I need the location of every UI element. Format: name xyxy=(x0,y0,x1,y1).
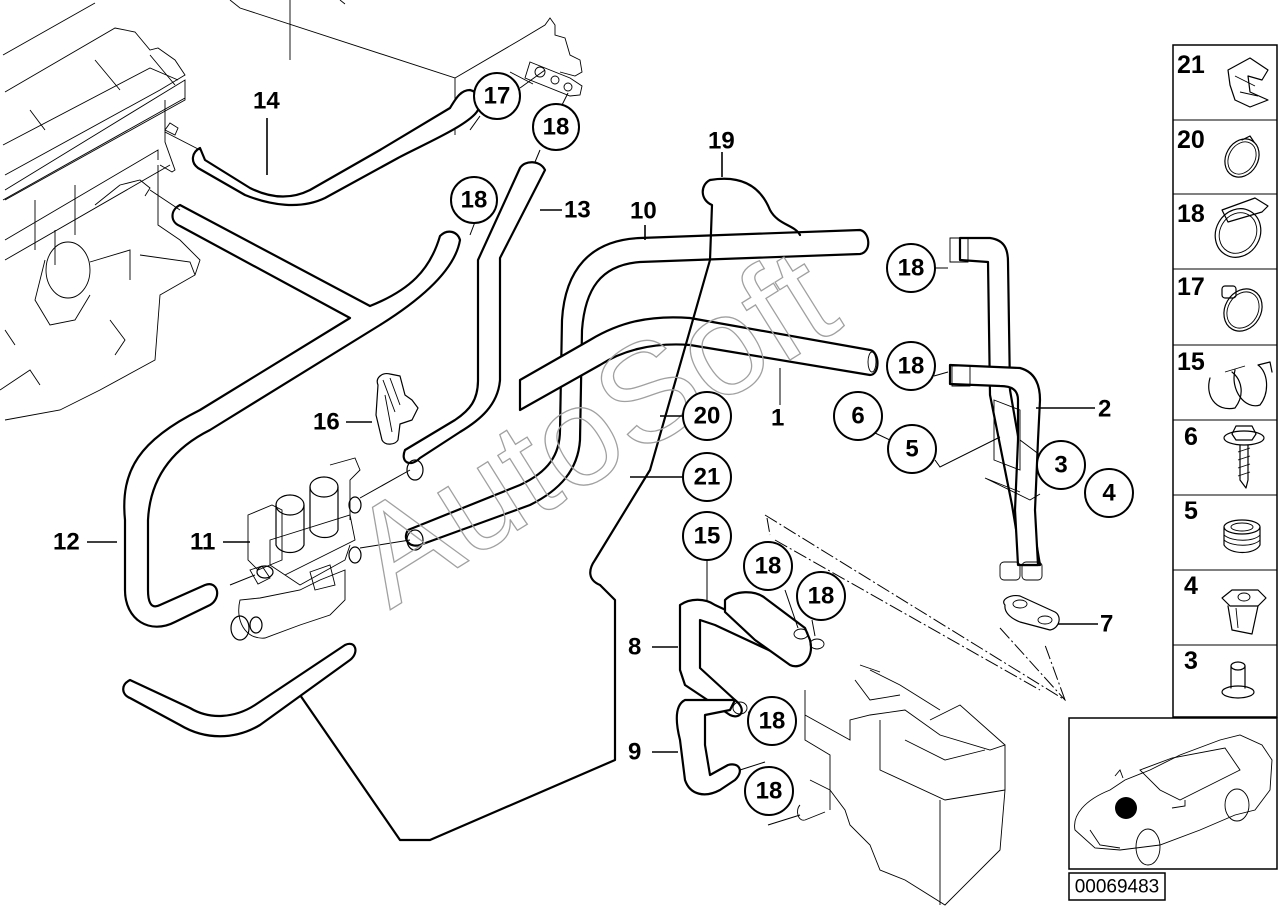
svg-text:20: 20 xyxy=(694,403,721,430)
svg-text:21: 21 xyxy=(1177,51,1205,79)
svg-text:6: 6 xyxy=(851,403,864,430)
callout-18-9a[interactable]: 18 xyxy=(747,696,797,746)
svg-text:18: 18 xyxy=(898,353,925,380)
callout-4[interactable]: 4 xyxy=(1084,468,1134,518)
callout-6[interactable]: 6 xyxy=(833,391,883,441)
location-marker-icon xyxy=(1115,797,1137,819)
callout-15[interactable]: 15 xyxy=(682,511,732,561)
label-2: 2 xyxy=(1098,396,1111,423)
svg-text:15: 15 xyxy=(1177,348,1205,376)
svg-text:18: 18 xyxy=(1177,200,1205,228)
label-10: 10 xyxy=(630,198,657,225)
hex-screw-6-icon xyxy=(1223,425,1265,489)
hose-12 xyxy=(123,189,462,628)
legend-item-15[interactable]: 15 xyxy=(1177,348,1273,410)
callout-18-right-lower[interactable]: 18 xyxy=(886,341,936,391)
svg-text:18: 18 xyxy=(755,553,782,580)
legend-item-21[interactable]: 21 xyxy=(1177,51,1269,108)
legend-item-18[interactable]: 18 xyxy=(1177,197,1270,266)
callout-18-15a[interactable]: 18 xyxy=(743,541,793,591)
svg-text:4: 4 xyxy=(1102,480,1116,507)
clip-21-icon xyxy=(1227,57,1269,108)
label-7: 7 xyxy=(1100,611,1113,638)
water-valve-illustration xyxy=(229,457,424,641)
svg-text:18: 18 xyxy=(461,187,488,214)
svg-text:20: 20 xyxy=(1177,126,1205,154)
hose-1 xyxy=(518,316,879,412)
svg-text:4: 4 xyxy=(1184,572,1198,600)
double-clip-15-icon xyxy=(1208,361,1273,410)
clip-16-illustration xyxy=(375,373,419,445)
callout-17[interactable]: 17 xyxy=(473,72,521,120)
hose-bottom-left xyxy=(122,642,357,738)
callout-18-15b[interactable]: 18 xyxy=(796,571,846,621)
dashed-bracket-outline xyxy=(764,514,1066,702)
grommet-5-icon xyxy=(1223,519,1261,554)
hose-9 xyxy=(675,698,748,796)
legend-item-20[interactable]: 20 xyxy=(1177,126,1266,183)
hose-14 xyxy=(164,88,481,207)
hose-19-pipe xyxy=(298,177,802,842)
svg-text:15: 15 xyxy=(694,523,721,550)
callout-18-9b[interactable]: 18 xyxy=(744,766,794,816)
reservoir-illustration xyxy=(797,664,1006,906)
svg-text:17: 17 xyxy=(484,83,511,110)
svg-text:3: 3 xyxy=(1184,647,1198,675)
mount-plate-7 xyxy=(1003,595,1060,631)
svg-text:17: 17 xyxy=(1177,273,1205,301)
hose-clamp-17-icon xyxy=(1221,285,1263,332)
label-12: 12 xyxy=(53,529,80,556)
svg-text:5: 5 xyxy=(1184,497,1198,525)
callout-18-right-upper[interactable]: 18 xyxy=(886,243,936,293)
svg-text:18: 18 xyxy=(543,114,570,141)
part-labels: 14 13 19 10 1 2 7 16 12 11 8 9 xyxy=(53,88,1113,766)
hose-clamp-20-icon xyxy=(1224,135,1260,178)
circled-callouts: 17 18 18 18 18 6 5 xyxy=(450,72,1134,826)
reference-number: 00069483 xyxy=(1075,877,1160,898)
callout-5[interactable]: 5 xyxy=(887,424,937,474)
svg-text:18: 18 xyxy=(756,778,783,805)
hose-13 xyxy=(402,161,547,465)
parts-legend: 21 20 18 17 xyxy=(1172,44,1278,718)
engine-block-illustration xyxy=(0,2,201,421)
label-13: 13 xyxy=(564,197,591,224)
label-19: 19 xyxy=(708,128,735,155)
svg-text:18: 18 xyxy=(808,583,835,610)
hose-clamp-18-icon xyxy=(1214,197,1269,258)
legend-item-4[interactable]: 4 xyxy=(1184,572,1267,635)
svg-text:21: 21 xyxy=(694,464,721,491)
hose-10 xyxy=(404,228,870,547)
callout-18-top[interactable]: 18 xyxy=(532,103,580,151)
callout-18-left[interactable]: 18 xyxy=(450,176,498,224)
reference-number-box: 00069483 xyxy=(1068,872,1166,901)
hose-2 xyxy=(948,236,1043,581)
spacer-3-icon xyxy=(1221,661,1255,699)
callout-21[interactable]: 21 xyxy=(682,452,732,502)
svg-text:18: 18 xyxy=(759,708,786,735)
legend-item-5[interactable]: 5 xyxy=(1184,497,1261,554)
hose-8 xyxy=(678,591,825,718)
label-9: 9 xyxy=(628,739,641,766)
label-14: 14 xyxy=(253,88,280,115)
label-1: 1 xyxy=(771,405,784,432)
label-8: 8 xyxy=(628,634,641,661)
svg-text:3: 3 xyxy=(1054,452,1067,479)
car-locator xyxy=(1068,717,1278,870)
legend-item-17[interactable]: 17 xyxy=(1177,273,1270,338)
callout-20[interactable]: 20 xyxy=(682,391,732,441)
heater-box-illustration xyxy=(229,0,583,135)
svg-text:5: 5 xyxy=(905,436,918,463)
legend-item-6[interactable]: 6 xyxy=(1184,423,1265,489)
svg-text:18: 18 xyxy=(898,255,925,282)
svg-text:6: 6 xyxy=(1184,423,1198,451)
clip-nut-4-icon xyxy=(1221,589,1267,635)
label-16: 16 xyxy=(313,409,340,436)
car-outline-icon xyxy=(1074,734,1273,866)
legend-item-3[interactable]: 3 xyxy=(1184,647,1255,699)
callout-3[interactable]: 3 xyxy=(1036,440,1086,490)
label-11: 11 xyxy=(190,529,215,556)
